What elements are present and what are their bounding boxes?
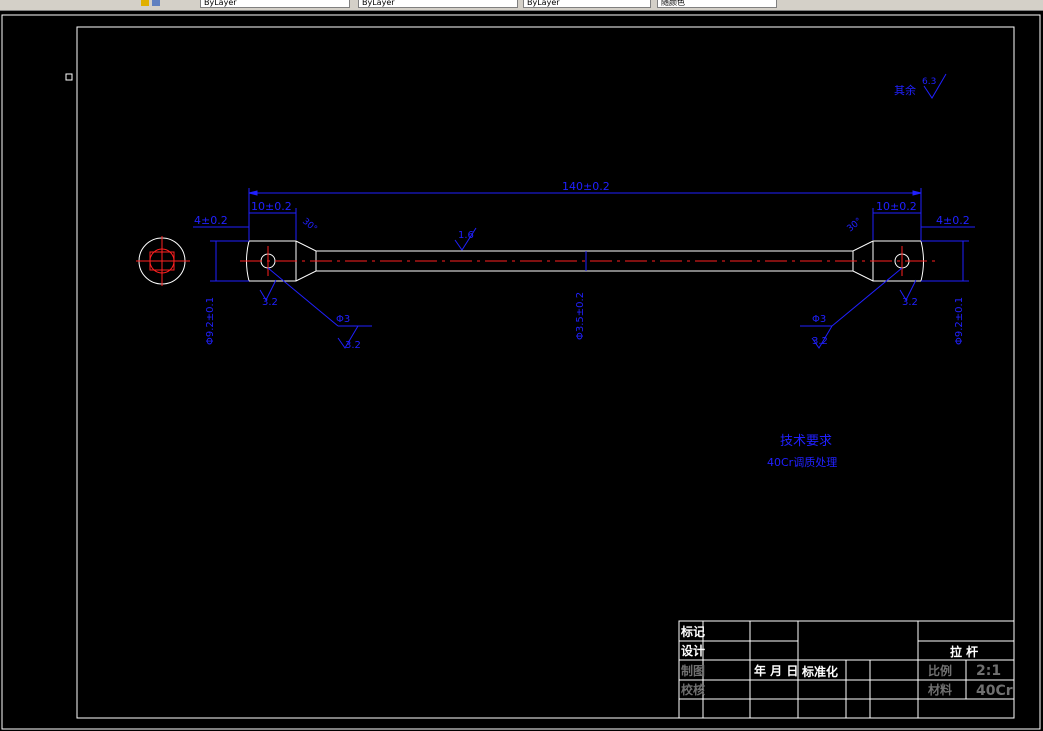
tb-material-label: 材料: [927, 682, 952, 697]
drawing-frame: [76, 26, 1015, 719]
rough-left-end: 3.2: [262, 297, 278, 308]
surface-rest-label: 其余: [894, 83, 916, 97]
dim-end-diameters: [210, 240, 969, 282]
tb-check: 校核: [681, 682, 705, 697]
surface-rest-value: 6.3: [922, 77, 936, 87]
dim-end-diameter-right: Φ9.2±0.1: [954, 297, 965, 345]
tb-scale-label: 比例: [928, 663, 952, 678]
layer-dropdown-2[interactable]: ByLayer: [358, 0, 518, 8]
hole-right-label: Φ3: [812, 314, 826, 325]
tb-part-name: 拉 杆: [950, 644, 978, 659]
tb-mark: 标记: [680, 624, 705, 639]
tb-standard: 标准化: [801, 664, 838, 679]
tb-draw: 制图: [681, 663, 705, 678]
sheet-border: [1, 14, 1041, 730]
hole-left-label: Φ3: [336, 314, 350, 325]
tech-req-title: 技术要求: [780, 434, 832, 449]
color-dropdown[interactable]: 随颜色: [657, 0, 777, 8]
layer-dropdown-3[interactable]: ByLayer: [523, 0, 651, 8]
rough-right-end: 3.2: [902, 297, 918, 308]
ucs-marker[interactable]: [65, 73, 73, 81]
tb-material-value: 40Cr: [976, 683, 1013, 699]
chamfer-right: 30°: [846, 216, 865, 234]
rough-shaft: 1.6: [458, 230, 474, 241]
rough-hole-left: 3.2: [345, 340, 361, 351]
toolbar: ByLayer ByLayer ByLayer 随颜色: [0, 0, 1043, 11]
tb-date: 年 月 日: [754, 663, 798, 678]
toolbar-icons[interactable]: [138, 0, 188, 8]
end-view: [136, 236, 190, 286]
tb-design: 设计: [681, 643, 705, 658]
layer-icon: [141, 0, 149, 6]
chamfer-left: 30°: [300, 217, 319, 235]
tech-req-text: 40Cr调质处理: [767, 456, 837, 469]
drawing-canvas[interactable]: 其余 6.3 140±0.2 4±0.2 10±0.2 10±0.2 4±0.2: [0, 10, 1043, 731]
dim-end-diameter-left: Φ9.2±0.1: [205, 297, 216, 345]
dim-shaft-diameter: Φ3.5±0.2: [575, 292, 586, 340]
dim-right-outer: 4±0.2: [936, 214, 970, 227]
dim-left-lines: [193, 208, 297, 240]
color-icon: [151, 0, 160, 6]
tb-scale-value: 2:1: [976, 663, 1001, 679]
layer-dropdown-1[interactable]: ByLayer: [200, 0, 350, 8]
dim-right-lines: [872, 208, 975, 240]
rest-roughness-symbol: [923, 73, 947, 99]
dim-total-text: 140±0.2: [562, 180, 610, 193]
dim-right-inner: 10±0.2: [876, 200, 917, 213]
title-block[interactable]: [678, 620, 1015, 719]
dim-total: [248, 188, 922, 240]
dim-left-inner: 10±0.2: [251, 200, 292, 213]
rough-hole-right: 3.2: [812, 336, 828, 347]
roughness-symbols: [259, 227, 917, 349]
dim-left-outer: 4±0.2: [194, 214, 228, 227]
